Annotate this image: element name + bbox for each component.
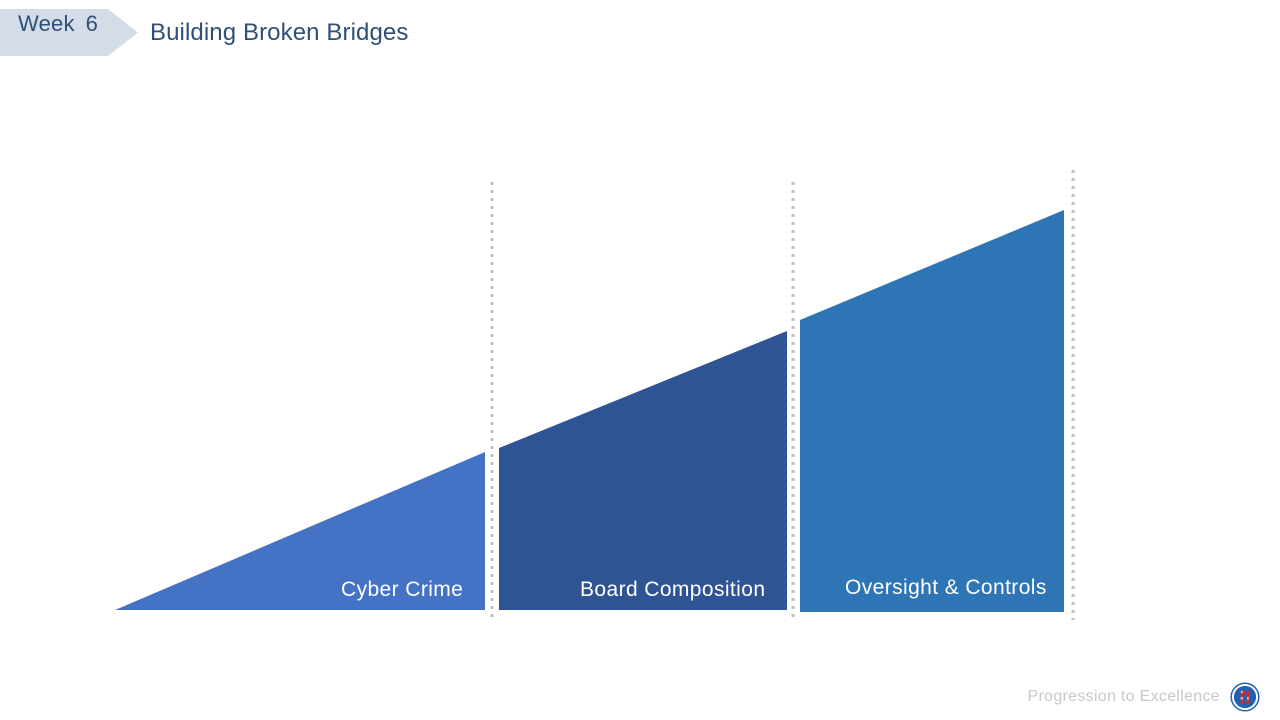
- ramp-segment-oversight-controls[interactable]: [800, 210, 1064, 612]
- ramp-segment-cyber-crime[interactable]: [115, 452, 485, 610]
- segment-label-board-composition: Board Composition: [580, 578, 766, 601]
- week-number: 6: [85, 10, 99, 36]
- ramp-segment-board-composition[interactable]: [499, 331, 787, 610]
- week-badge-chevron: [0, 9, 138, 56]
- segment-label-oversight-controls: Oversight & Controls: [845, 576, 1047, 599]
- svg-text:R: R: [1241, 696, 1244, 700]
- page-title: Building Broken Bridges: [150, 18, 409, 46]
- slide-footer: Progression to Excellence A R D: [1028, 682, 1260, 712]
- week-badge-content: Week 6: [18, 0, 98, 47]
- brand-badge-logo: A R D: [1230, 682, 1260, 712]
- week-label: Week: [18, 10, 75, 36]
- footer-tagline: Progression to Excellence: [1027, 688, 1220, 705]
- svg-text:D: D: [1247, 696, 1250, 700]
- slide-header: Week 6 Building Broken Bridges: [0, 0, 1280, 70]
- svg-text:A: A: [1241, 690, 1244, 694]
- segment-label-cyber-crime: Cyber Crime: [341, 578, 464, 601]
